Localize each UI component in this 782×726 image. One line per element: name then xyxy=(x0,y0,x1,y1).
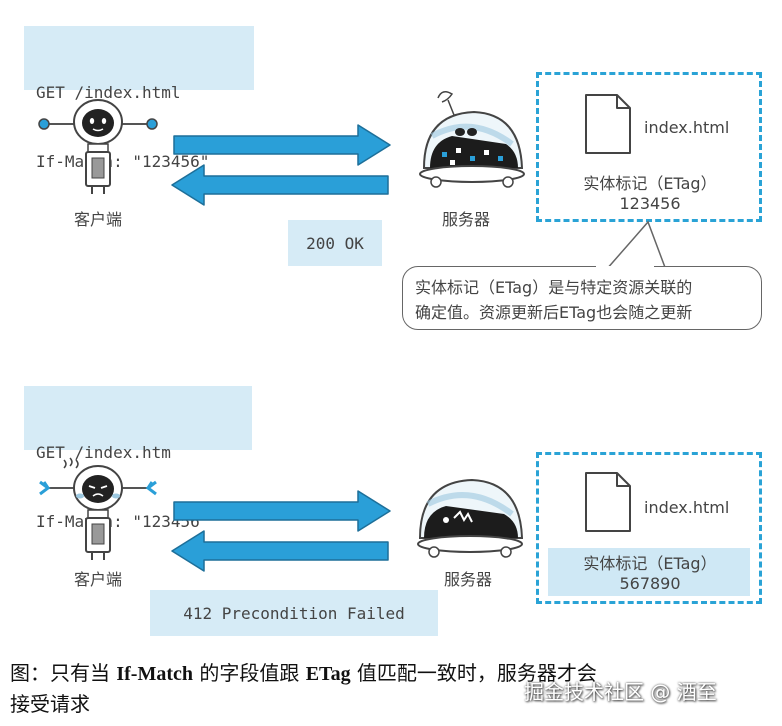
caption-line-1: 图：只有当 If-Match 的字段值跟 ETag 值匹配一致时，服务器才会 xyxy=(10,661,597,685)
top-client-label: 客户端 xyxy=(73,210,122,229)
top-response-arrow xyxy=(171,164,389,206)
dome-server-icon xyxy=(419,91,525,188)
top-file-name: index.html xyxy=(644,118,730,137)
watermark: 掘金技术社区 @ 酒至 xyxy=(524,680,717,704)
callout-pointer xyxy=(605,220,667,271)
client-robot-icon xyxy=(38,99,158,194)
top-etag-label: 实体标记（ETag） xyxy=(583,174,717,193)
bottom-request-box: GET /index.htm If-Match: "123456" xyxy=(24,386,252,531)
dome-server-error-icon xyxy=(417,478,524,558)
bottom-etag-value: 567890 xyxy=(619,574,681,593)
bottom-response-box: 412 Precondition Failed xyxy=(150,590,438,636)
top-response-box: 200 OK xyxy=(288,220,382,266)
bottom-server-label: 服务器 xyxy=(443,570,492,589)
top-etag-value: 123456 xyxy=(619,194,681,213)
caption-line-2: 接受请求 xyxy=(10,692,90,716)
top-server-label: 服务器 xyxy=(441,210,490,229)
bottom-file-name: index.html xyxy=(644,498,730,517)
bottom-request-line-1: GET /index.htm xyxy=(36,443,171,462)
top-request-arrow xyxy=(173,124,391,166)
callout-line-2: 确定值。资源更新后ETag也会随之更新 xyxy=(415,303,693,322)
top-request-box: GET /index.html If-Match: "123456" xyxy=(24,26,254,171)
bottom-client-label: 客户端 xyxy=(73,570,122,589)
figure-caption: 图：只有当 If-Match 的字段值跟 ETag 值匹配一致时，服务器才会 接… xyxy=(10,658,778,719)
bottom-response-arrow xyxy=(171,530,389,572)
bottom-request-arrow xyxy=(173,490,391,532)
document-icon xyxy=(585,472,631,532)
bottom-etag-label: 实体标记（ETag） xyxy=(583,554,717,573)
document-icon xyxy=(585,94,631,154)
callout-line-1: 实体标记（ETag）是与特定资源关联的 xyxy=(415,278,693,297)
etag-callout: 实体标记（ETag）是与特定资源关联的 确定值。资源更新后ETag也会随之更新 xyxy=(402,266,762,330)
bottom-etag-highlight xyxy=(548,548,750,596)
top-server-resource-box xyxy=(536,72,762,222)
bottom-server-resource-box xyxy=(536,452,762,604)
client-robot-sad-icon xyxy=(39,457,157,560)
top-request-line-1: GET /index.html xyxy=(36,83,181,102)
